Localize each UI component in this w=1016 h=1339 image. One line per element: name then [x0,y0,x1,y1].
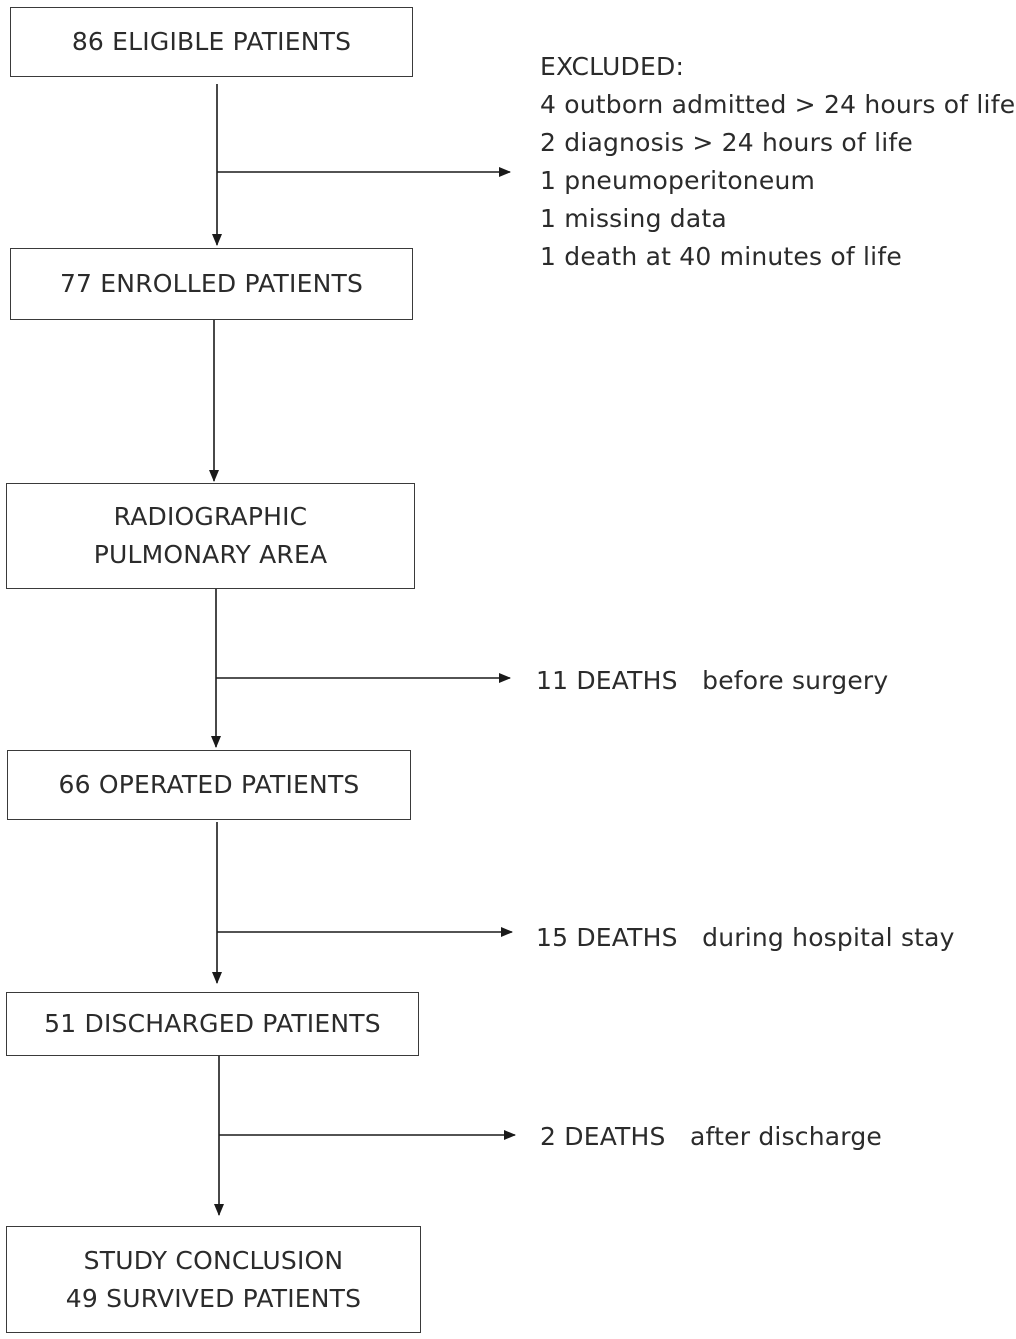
deaths-before-surgery-label: 11 DEATHS before surgery [536,666,889,695]
radiographic-pulmonary-area-box: RADIOGRAPHIC PULMONARY AREA [6,483,415,589]
radiographic-label-line1: RADIOGRAPHIC [113,502,308,531]
excluded-item: 1 pneumoperitoneum [540,166,816,195]
excluded-item: 1 missing data [540,204,727,233]
study-conclusion-line1: STUDY CONCLUSION [83,1245,344,1275]
operated-patients-box: 66 OPERATED PATIENTS [7,750,411,820]
enrolled-patients-box: 77 ENROLLED PATIENTS [10,248,413,320]
deaths-after-discharge-label: 2 DEATHS after discharge [540,1122,882,1151]
study-conclusion-line2: 49 SURVIVED PATIENTS [65,1283,362,1313]
excluded-item: 1 death at 40 minutes of life [540,242,902,271]
excluded-heading: EXCLUDED: [540,52,685,81]
deaths-hospital-stay-label: 15 DEATHS during hospital stay [536,923,955,952]
excluded-item: 4 outborn admitted > 24 hours of life [540,90,1016,119]
study-conclusion-box: STUDY CONCLUSION 49 SURVIVED PATIENTS [6,1226,421,1333]
operated-patients-label: 66 OPERATED PATIENTS [58,770,360,799]
enrolled-patients-label: 77 ENROLLED PATIENTS [59,269,364,298]
excluded-list: EXCLUDED: 4 outborn admitted > 24 hours … [540,48,1015,276]
discharged-patients-label: 51 DISCHARGED PATIENTS [44,1009,381,1038]
excluded-item: 2 diagnosis > 24 hours of life [540,128,913,157]
eligible-patients-label: 86 ELIGIBLE PATIENTS [71,27,352,56]
radiographic-label-line2: PULMONARY AREA [93,540,328,569]
eligible-patients-box: 86 ELIGIBLE PATIENTS [10,7,413,77]
discharged-patients-box: 51 DISCHARGED PATIENTS [6,992,419,1056]
